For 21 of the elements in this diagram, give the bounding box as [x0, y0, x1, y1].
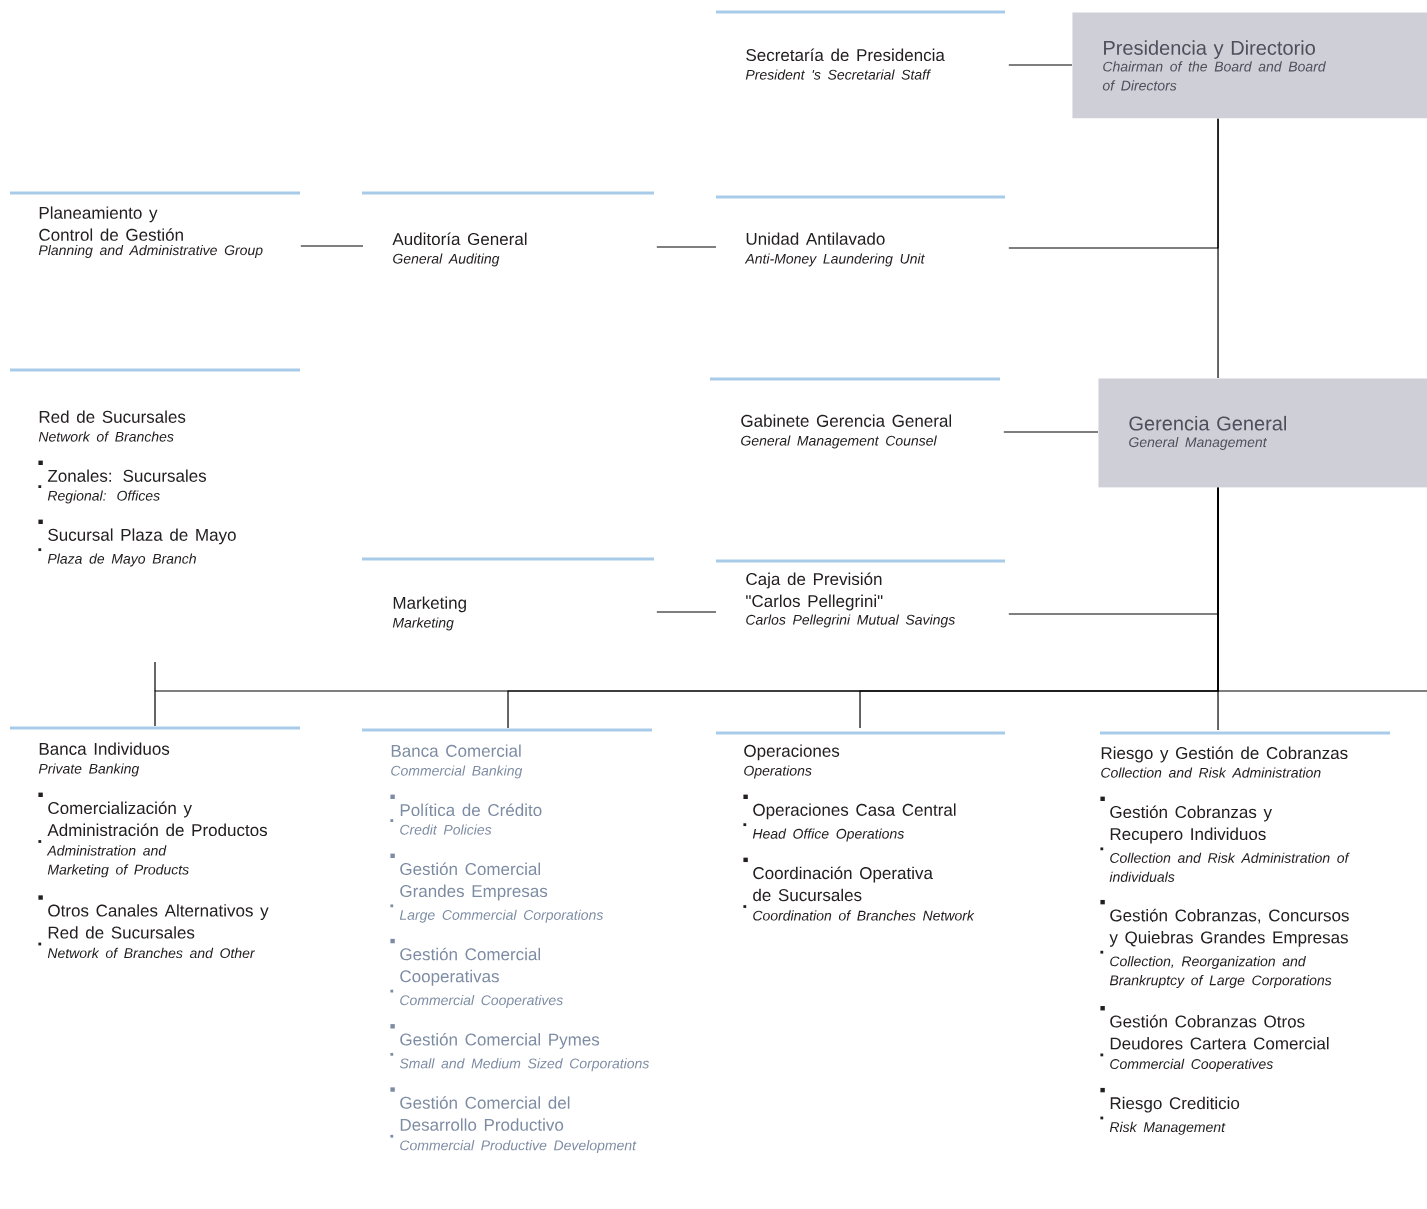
unit-label: Riesgo y Gestión de Cobranzas Collection and Risk Administration Gestión Cobranzas y Recupero Individuos Collection and Risk Administration of individuals Gestión Cobranzas, Concursos y Quiebras Grandes Empresas Collection, Reorganization and Brankruptcy of Large Corporations Gestión Cobranzas Otros Deudores Cartera Comercial Commercial Cooperatives Riesgo Crediticio Risk Management: [1100, 731, 1391, 1135]
unit-box: Gerencia General General Management: [1098, 378, 1427, 488]
unit-label: Auditoría General General Auditing: [362, 191, 654, 267]
connector-line: [1217, 487, 1219, 731]
unit-label: Marketing Marketing: [362, 557, 654, 631]
unit-label: Banca Individuos Private Banking Comercialización y Administración de Productos Administration and Marketing of Products Otros Canales Alternativos y Red de Sucursales Network of Branches and Other: [10, 726, 300, 959]
connector-line: [1008, 64, 1073, 66]
connector-line: [1003, 431, 1099, 433]
connector-line: [656, 246, 717, 248]
connector-line: [1217, 118, 1219, 379]
connector-line: [656, 611, 717, 613]
unit-label: Gabinete Gerencia General General Management Counsel: [710, 377, 1000, 449]
unit-label: Operaciones Operations Operaciones Casa Central Head Office Operations Coordinación Operativa de Sucursales Coordination of Branches Network: [716, 731, 1005, 921]
unit-label: Banca Comercial Commercial Banking Política de Crédito Credit Policies Gestión Comercial Grandes Empresas Large Commercial Corporations Gestión Comercial Cooperativas Commercial Cooperatives Gestión Comercial Pymes Small and Medium Sized Corporations Gestión Comercial del Desarrollo Productivo Commercial Productive Development: [362, 728, 652, 1154]
unit-label: Secretaría de Presidencia President 's Secretarial Staff: [716, 10, 1005, 80]
unit-label: Planeamiento y Control de Gestión Planning and Administrative Group: [10, 191, 300, 258]
unit-box: Presidencia y Directorio Chairman of the Board and Board of Directors: [1072, 12, 1427, 119]
unit-label: Unidad Antilavado Anti-Money Laundering Unit: [716, 195, 1005, 267]
unit-label: Red de Sucursales Network of Branches Zonales: Sucursales Regional: Offices Sucursal Plaza de Mayo Plaza de Mayo Branch: [10, 368, 300, 567]
connector-line: [300, 245, 364, 247]
unit-label: Caja de Previsión "Carlos Pellegrini" Carlos Pellegrini Mutual Savings: [716, 559, 1005, 628]
